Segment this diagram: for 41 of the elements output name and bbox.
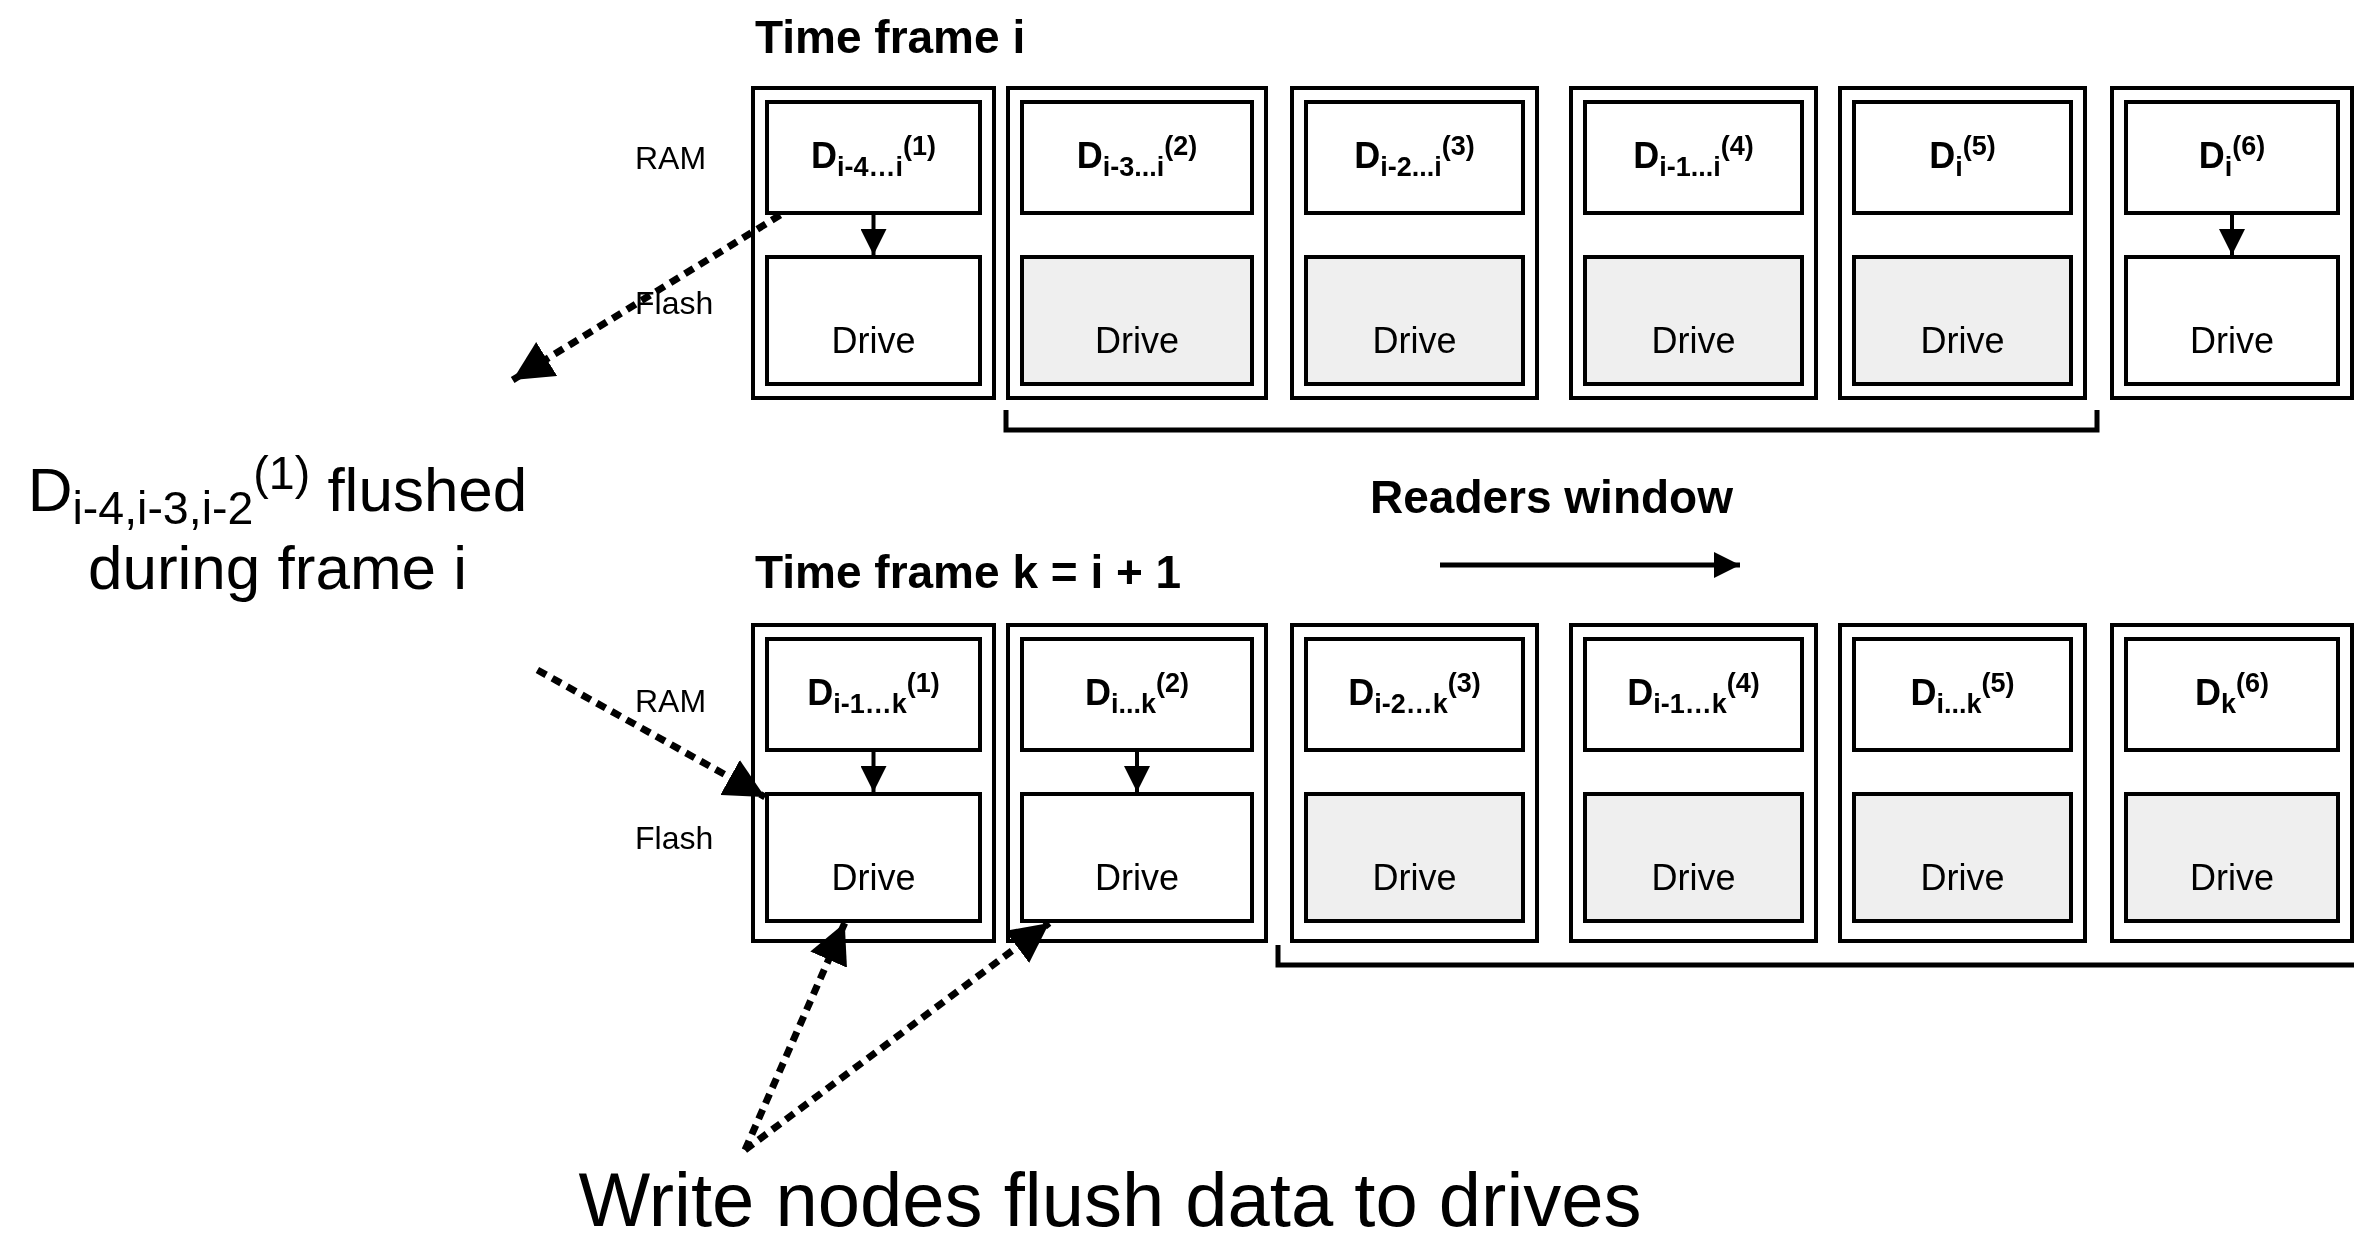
dotted-arrow — [742, 920, 1052, 1153]
arrow — [860, 215, 887, 255]
column-box — [1006, 86, 1268, 400]
drive-box: Drive — [1852, 255, 2073, 386]
column-box — [1569, 623, 1818, 943]
dotted-arrow — [535, 666, 767, 801]
column-box — [751, 623, 996, 943]
row-label: RAM — [635, 683, 707, 720]
drive-box: Drive — [1583, 792, 1804, 923]
drive-box: Drive — [765, 792, 982, 923]
window-label: Readers window — [1370, 470, 1733, 524]
frame-heading: Time frame i — [755, 10, 1026, 64]
column-box — [1838, 623, 2087, 943]
drive-box: Drive — [1304, 792, 1525, 923]
drive-box: Drive — [2124, 255, 2340, 386]
drive-box: Drive — [1852, 792, 2073, 923]
arrow — [2219, 215, 2245, 255]
dotted-arrow — [510, 212, 783, 383]
row-label: Flash — [635, 285, 714, 322]
drive-box: Drive — [1583, 255, 1804, 386]
column-box — [1838, 86, 2087, 400]
frame-heading: Time frame k = i + 1 — [755, 545, 1182, 599]
drive-box: Drive — [765, 255, 982, 386]
arrow — [860, 752, 887, 792]
drive-box: Drive — [1020, 255, 1254, 386]
column-box — [1006, 623, 1268, 943]
column-box — [2110, 86, 2354, 400]
drive-box: Drive — [1020, 792, 1254, 923]
column-box — [1290, 623, 1539, 943]
column-box — [751, 86, 996, 400]
column-box — [2110, 623, 2354, 943]
note-text: Write nodes flush data to drives — [380, 1150, 1840, 1250]
column-box — [1290, 86, 1539, 400]
arrow — [1124, 752, 1150, 792]
note-text: D$_{i-4,i-3,i-2}$$^{(1)}$ flushed during frame i — [10, 380, 545, 670]
row-label: RAM — [635, 140, 707, 177]
drive-box: Drive — [2124, 792, 2340, 923]
column-box — [1569, 86, 1818, 400]
dotted-arrow — [741, 921, 848, 1152]
row-label: Flash — [635, 820, 714, 857]
drive-box: Drive — [1304, 255, 1525, 386]
